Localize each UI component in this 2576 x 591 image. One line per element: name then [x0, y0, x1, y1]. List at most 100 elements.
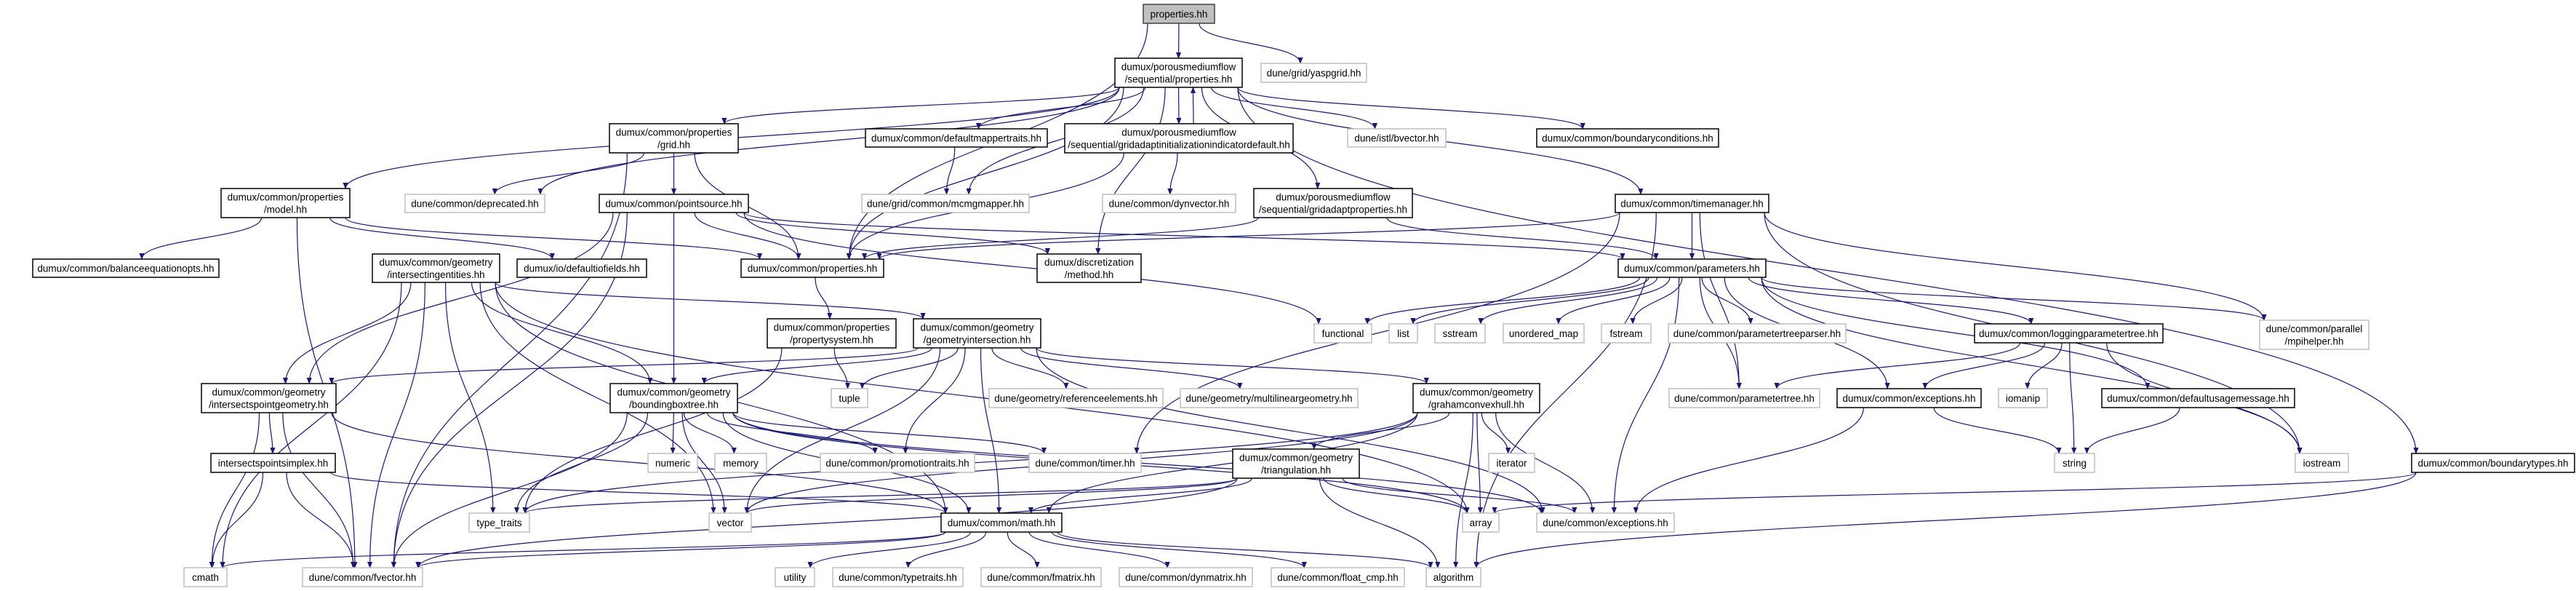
node-params[interactable]: dumux/common/parameters.hh	[1617, 258, 1767, 278]
node-dynmatrix: dune/common/dynmatrix.hh	[1119, 567, 1253, 587]
node-label: algorithm	[1433, 572, 1474, 583]
edge-graham-to-array	[1476, 412, 1483, 514]
edge-timemgr-to-timer	[1134, 212, 1620, 454]
node-label: fstream	[1609, 328, 1642, 339]
edge-seqprops-to-boundarytypes	[1237, 87, 2419, 454]
node-gaprops[interactable]: dumux/porousmediumflow/sequential/gridad…	[1253, 188, 1413, 218]
node-label: dune/common/fvector.hh	[309, 572, 417, 583]
node-box	[740, 258, 884, 278]
node-graham[interactable]: dumux/common/geometry/grahamconvexhull.h…	[1412, 383, 1540, 413]
edge-timemgr-to-mpihelper	[1764, 212, 2267, 321]
node-ipsimplex[interactable]: intersectspointsimplex.hh	[210, 453, 336, 473]
node-boundarytypes[interactable]: dumux/common/boundarytypes.hh	[2411, 453, 2575, 473]
node-box	[1488, 453, 1535, 473]
node-utility: utility	[775, 567, 815, 587]
node-box	[2411, 453, 2575, 473]
node-label: dumux/common/parameters.hh	[1624, 263, 1760, 274]
node-label: memory	[723, 458, 759, 469]
node-box	[1028, 453, 1142, 473]
node-defio[interactable]: dumux/io/defaultiofields.hh	[516, 258, 647, 278]
node-label: dune/common/dynmatrix.hh	[1125, 572, 1247, 583]
node-tri[interactable]: dumux/common/geometry/triangulation.hh	[1232, 448, 1360, 479]
node-label: dumux/common/boundarytypes.hh	[2417, 458, 2568, 469]
node-isectent[interactable]: dumux/common/geometry/intersectingentiti…	[372, 253, 500, 283]
node-label: /grahamconvexhull.hh	[1428, 400, 1524, 410]
edge-tri-to-typetraits_std	[522, 477, 1238, 514]
node-box	[1668, 388, 1820, 408]
node-box	[1347, 128, 1447, 148]
node-box	[1615, 194, 1769, 213]
node-box	[775, 567, 815, 587]
node-label: dune/grid/common/mcmgmapper.hh	[867, 199, 1024, 210]
node-dxexc[interactable]: dumux/common/exceptions.hh	[1836, 388, 1982, 408]
edge-isectent-to-geoisect	[495, 282, 926, 320]
edge-params-to-functional	[1364, 277, 1641, 325]
node-box	[599, 194, 749, 213]
edge-math-to-fvector	[415, 531, 946, 568]
node-label: dumux/porousmediumflow	[1276, 192, 1391, 203]
node-label: /sequential/gridadaptinitializationindic…	[1068, 140, 1289, 151]
node-box	[32, 258, 220, 278]
edge-tri-to-array	[1323, 477, 1470, 514]
node-bbtree[interactable]: dumux/common/geometry/boundingboxtree.hh	[609, 383, 738, 413]
node-label: dune/common/fmatrix.hh	[987, 572, 1095, 583]
edge-tri-to-dnexc	[1342, 477, 1577, 514]
node-box	[1412, 383, 1540, 413]
node-iostream: iostream	[2295, 453, 2349, 473]
node-box	[2259, 320, 2369, 350]
node-box	[1119, 567, 1253, 587]
node-label: dumux/common/defaultusagemessage.hh	[2107, 393, 2289, 404]
node-root[interactable]: properties.hh	[1143, 4, 1215, 24]
node-cprops[interactable]: dumux/common/properties.hh	[740, 258, 884, 278]
node-refel: dune/geometry/referenceelements.hh	[988, 388, 1164, 408]
node-model[interactable]: dumux/common/properties/model.hh	[220, 188, 351, 218]
node-label: /model.hh	[264, 205, 307, 215]
node-label: dune/common/parametertree.hh	[1674, 393, 1815, 404]
node-label: sstream	[1442, 328, 1477, 339]
node-gainit[interactable]: dumux/porousmediumflow/sequential/gridad…	[1064, 123, 1294, 154]
node-logpt[interactable]: dumux/common/loggingparametertree.hh	[1974, 323, 2164, 344]
node-bcond[interactable]: dumux/common/boundaryconditions.hh	[1536, 128, 1719, 148]
edge-params-to-iostream	[1761, 277, 2303, 454]
node-label: /intersectingentities.hh	[387, 269, 484, 280]
edge-math-to-cmath	[220, 531, 946, 568]
node-ipgeom[interactable]: dumux/common/geometry/intersectspointgeo…	[201, 383, 337, 413]
edge-boundarytypes-to-algorithm	[1473, 472, 2417, 568]
node-box	[1114, 57, 1243, 88]
edge-pointsource-to-method	[735, 212, 1050, 255]
node-ptree: dune/common/parametertree.hh	[1668, 388, 1820, 408]
node-pointsource[interactable]: dumux/common/pointsource.hh	[599, 194, 749, 213]
node-tuple: tuple	[831, 388, 868, 408]
node-seqprops[interactable]: dumux/porousmediumflow/sequential/proper…	[1114, 57, 1243, 88]
node-method[interactable]: dumux/discretization/method.hh	[1036, 253, 1142, 283]
node-label: dumux/common/pointsource.hh	[605, 199, 742, 210]
node-label: /intersectspointgeometry.hh	[209, 400, 329, 410]
node-box	[1536, 512, 1675, 533]
edge-propsys-to-typetraits_std	[522, 347, 783, 514]
node-label: /geometryintersection.hh	[924, 335, 1031, 346]
node-label: vector	[717, 517, 744, 528]
node-box	[404, 194, 545, 213]
edge-geoisect-to-ipgeom	[329, 347, 919, 384]
node-balance[interactable]: dumux/common/balanceequationopts.hh	[32, 258, 220, 278]
node-box	[1601, 323, 1652, 344]
node-dusage[interactable]: dumux/common/defaultusagemessage.hh	[2101, 388, 2295, 408]
node-propsys[interactable]: dumux/common/properties/propertysystem.h…	[767, 318, 897, 349]
node-math[interactable]: dumux/common/math.hh	[940, 512, 1063, 533]
edge-propsys-to-tuple	[833, 347, 851, 389]
edge-timemgr-to-cprops	[876, 212, 1620, 260]
edge-pointsource-to-ipgeom	[306, 212, 614, 384]
node-timemgr[interactable]: dumux/common/timemanager.hh	[1615, 194, 1769, 213]
node-box	[647, 453, 698, 473]
edge-geoisect-to-dnexc	[1036, 347, 1545, 514]
edge-geoisect-to-tuple	[859, 347, 959, 389]
edge-gainit-to-dynvec	[1167, 152, 1178, 195]
node-grid[interactable]: dumux/common/properties/grid.hh	[609, 123, 739, 154]
node-box	[980, 567, 1102, 587]
node-defmap[interactable]: dumux/common/defaultmappertraits.hh	[865, 128, 1048, 148]
edge-params-to-dnexc	[1611, 277, 1680, 514]
edge-isectent-to-ipgeom	[282, 282, 412, 384]
node-box	[820, 453, 975, 473]
node-geoisect[interactable]: dumux/common/geometry/geometryintersecti…	[913, 318, 1041, 349]
